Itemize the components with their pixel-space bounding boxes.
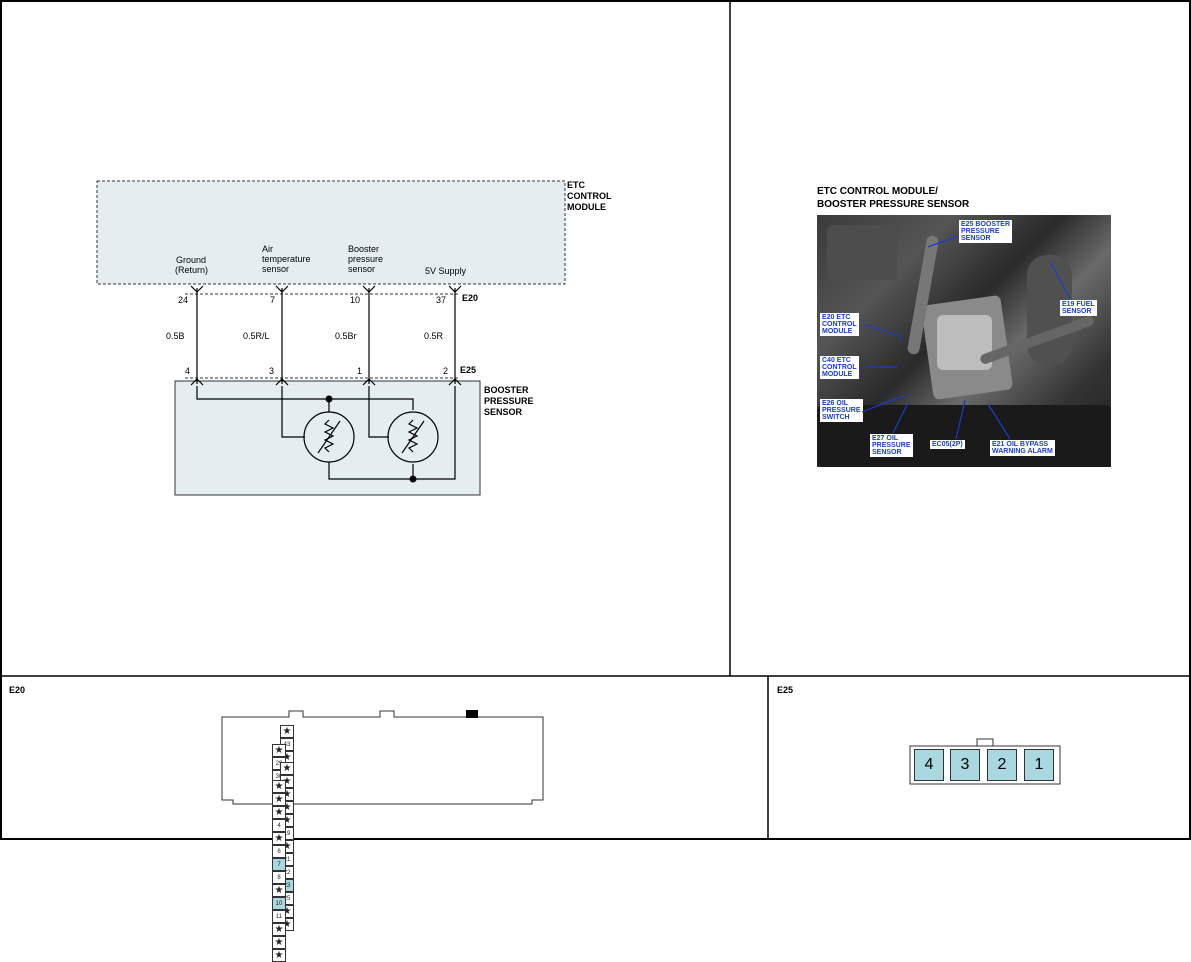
- etc-module-box: [96, 180, 566, 285]
- wire-0-5r: 0.5R: [424, 331, 444, 341]
- pin-bottom-1: 1: [357, 366, 363, 376]
- photo-title-line1: ETC CONTROL MODULE/: [817, 186, 938, 197]
- engine-bay-photo: [817, 215, 1111, 467]
- e25-pin-2: 2: [987, 749, 1017, 781]
- e25-pin-3: 3: [950, 749, 980, 781]
- circuit-booster-name-2: pressure: [348, 254, 384, 264]
- e20-panel-title: E20: [9, 685, 26, 695]
- e20-pin: ★: [272, 884, 286, 897]
- module-label-line2: CONTROL: [567, 191, 612, 201]
- circuit-ground-name-2: (Return): [175, 265, 209, 275]
- e20-pin: ★: [280, 762, 294, 775]
- e20-pin: 8: [272, 871, 286, 884]
- callout-e25: E25 BOOSTER PRESSURE SENSOR: [959, 220, 1013, 243]
- callout-e19: E19 FUEL SENSOR: [1060, 300, 1097, 316]
- callout-e27: E27 OIL PRESSURE SENSOR: [870, 434, 913, 457]
- wire-0-5b: 0.5B: [166, 331, 185, 341]
- pin-top-7: 7: [270, 295, 276, 305]
- panel-frame: [0, 0, 1191, 840]
- e20-pin: ★: [272, 793, 286, 806]
- e20-pin: ★: [272, 744, 286, 757]
- e25-panel-title: E25: [777, 685, 794, 695]
- e20-pin: ★: [272, 806, 286, 819]
- circuit-airtemp-name-1: Air: [262, 244, 273, 254]
- e20-pin: 6: [272, 845, 286, 858]
- e20-pin: ★: [272, 936, 286, 949]
- wire-0-5rl: 0.5R/L: [243, 331, 270, 341]
- sensor-label-line2: PRESSURE: [484, 396, 534, 406]
- connector-e20-label: E20: [462, 293, 479, 303]
- pin-top-24: 24: [178, 295, 189, 305]
- wiring-schematic: [96, 180, 566, 496]
- e20-pin: ★: [280, 725, 294, 738]
- module-label-line1: ETC: [567, 180, 585, 190]
- e20-pin: 7: [272, 858, 286, 871]
- module-label-line3: MODULE: [567, 202, 606, 212]
- e20-pin: ★: [272, 949, 286, 962]
- callout-ec05: EC05(2P): [930, 440, 965, 449]
- pin-bottom-2: 2: [443, 366, 449, 376]
- e20-pin: ★: [272, 780, 286, 793]
- wire-0-5br: 0.5Br: [335, 331, 357, 341]
- connector-e25-label: E25: [460, 365, 477, 375]
- circuit-airtemp-name-3: sensor: [262, 264, 290, 274]
- e25-pin-4: 4: [914, 749, 944, 781]
- pin-bottom-3: 3: [269, 366, 275, 376]
- photo-title-line2: BOOSTER PRESSURE SENSOR: [817, 199, 970, 210]
- pin-bottom-4: 4: [185, 366, 191, 376]
- callout-e20: E20 ETC CONTROL MODULE: [820, 313, 859, 336]
- circuit-booster-name-1: Booster: [348, 244, 380, 254]
- circuit-5v-name: 5V Supply: [425, 266, 467, 276]
- callout-leaders: [861, 235, 1071, 440]
- callout-e26: E26 OIL PRESSURE SWITCH: [820, 399, 863, 422]
- sensor-label-line3: SENSOR: [484, 407, 523, 417]
- sensor-label-line1: BOOSTER: [484, 385, 529, 395]
- e20-connector-outline: [221, 710, 544, 805]
- e20-pin: 10: [272, 897, 286, 910]
- callout-e21: E21 OIL BYPASS WARNING ALARM: [990, 440, 1055, 456]
- pin-top-10: 10: [350, 295, 361, 305]
- e25-connector-outline: [909, 738, 1061, 785]
- e20-pin: ★: [272, 923, 286, 936]
- circuit-booster-name-3: sensor: [348, 264, 376, 274]
- circuit-airtemp-name-2: temperature: [262, 254, 311, 264]
- pin-top-37: 37: [436, 295, 447, 305]
- e20-pin: 11: [272, 910, 286, 923]
- circuit-ground-name-1: Ground: [176, 255, 207, 265]
- e25-pin-1: 1: [1024, 749, 1054, 781]
- e20-pin: 4: [272, 819, 286, 832]
- callout-c40: C40 ETC CONTROL MODULE: [820, 356, 859, 379]
